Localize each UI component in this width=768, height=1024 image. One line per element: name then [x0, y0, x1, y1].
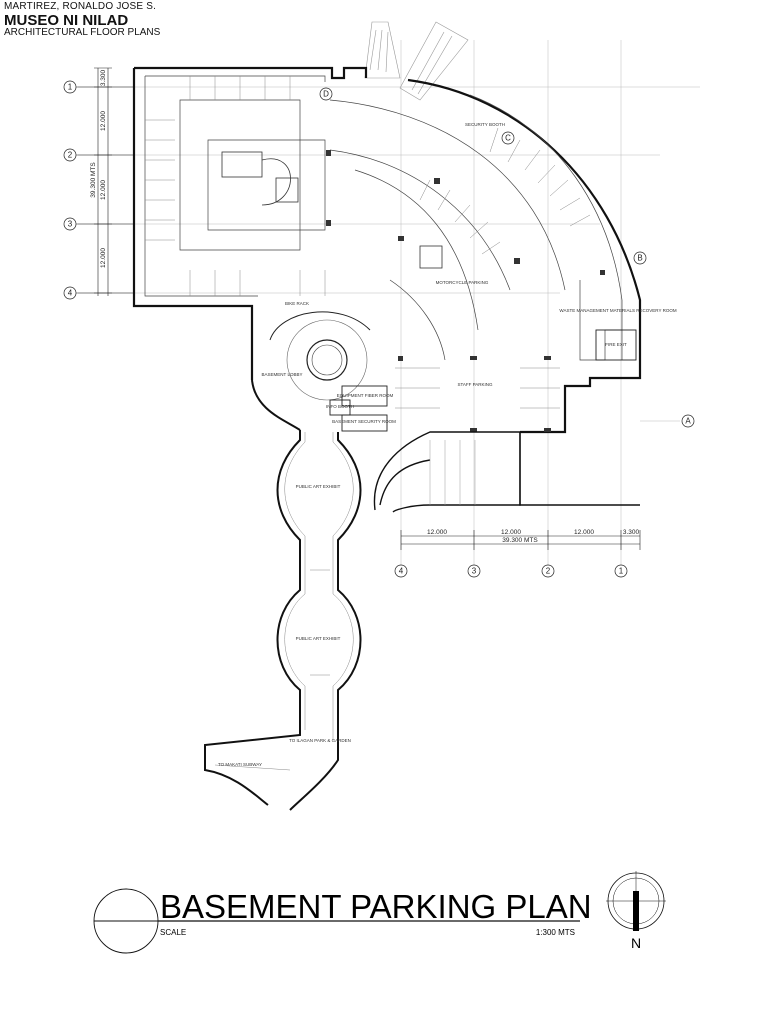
parking-stalls-radial — [395, 127, 591, 409]
grid-col-4: 4 — [399, 567, 404, 576]
dim-h-2: 12.000 — [501, 529, 521, 536]
exit-ramp — [373, 431, 640, 513]
grid-col-1: 1 — [619, 567, 624, 576]
sheet-subtitle: ARCHITECTURAL FLOOR PLANS — [4, 27, 161, 39]
label-public-art-2: PUBLIC ART EXHIBIT — [296, 636, 341, 641]
label-bike-rack: BIKE RACK — [285, 301, 309, 306]
dim-v-1: 3.300 — [100, 69, 107, 86]
dim-v-total: 39.300 MTS — [90, 162, 97, 198]
lobby-rooms — [329, 329, 637, 432]
label-security-booth: SECURITY BOOTH — [465, 122, 505, 127]
label-public-art-1: PUBLIC ART EXHIBIT — [296, 484, 341, 489]
parking-stalls-left — [145, 76, 326, 296]
exit-ramp-lines — [429, 440, 476, 505]
dim-v-4: 12.000 — [100, 248, 107, 268]
grid-col-markers — [394, 564, 628, 578]
north-arrow-icon — [606, 871, 666, 931]
service-core — [221, 151, 443, 269]
dim-v-2: 12.000 — [100, 111, 107, 131]
label-motorcycle-parking: MOTORCYCLE PARKING — [436, 280, 489, 285]
drawing-title: BASEMENT PARKING PLAN — [160, 888, 592, 925]
axis-lines — [78, 40, 700, 570]
label-to-parks: TO ILAGAN PARK & GARDEN — [289, 738, 351, 743]
building-outline — [132, 66, 642, 434]
label-fiber-room: EQUIPMENT FIBER ROOM — [337, 393, 394, 398]
label-to-subway: TO MAKATI SUBWAY — [218, 762, 262, 767]
label-staff-parking: STAFF PARKING — [457, 382, 493, 387]
grid-col-3: 3 — [472, 567, 477, 576]
lobby-rotunda — [251, 311, 371, 431]
structural-columns — [326, 150, 605, 432]
walkway-inner — [214, 432, 354, 771]
label-basement-lobby: BASEMENT LOBBY — [262, 372, 303, 377]
label-basement-security: BASEMENT SECURITY ROOM — [332, 419, 396, 424]
grid-letter-c: C — [505, 134, 511, 143]
grid-letter-a: A — [685, 417, 691, 426]
horizontal-dimension — [400, 530, 641, 550]
dim-h-4: 3.300 — [623, 529, 640, 536]
grid-letter-d: D — [323, 90, 329, 99]
sheet-header: MARTIREZ, RONALDO JOSE S. MUSEO NI NILAD… — [4, 1, 161, 39]
grid-row-3: 3 — [68, 220, 73, 229]
scale-value: 1:300 MTS — [536, 928, 575, 937]
author-name: MARTIREZ, RONALDO JOSE S. — [4, 1, 157, 12]
dim-h-1: 12.000 — [427, 529, 447, 536]
grid-row-4: 4 — [68, 289, 73, 298]
grid-row-1: 1 — [68, 83, 73, 92]
label-info-booth: INFO BOOTH — [326, 404, 354, 409]
grid-col-2: 2 — [546, 567, 551, 576]
dim-h-total: 39.300 MTS — [502, 537, 538, 544]
label-fire-exit: FIRE EXIT — [605, 342, 627, 347]
scale-label: SCALE — [160, 928, 186, 937]
label-waste-room: WASTE MANAGEMENT MATERIALS RECOVERY ROOM — [559, 308, 677, 313]
north-label: N — [631, 935, 641, 951]
grid-row-2: 2 — [68, 151, 73, 160]
title-block: BASEMENT PARKING PLAN SCALE 1:300 MTS — [93, 888, 592, 954]
project-title: MUSEO NI NILAD — [4, 11, 129, 29]
entrance-ramps — [364, 21, 469, 101]
walkway-outline — [204, 430, 362, 811]
dim-v-3: 12.000 — [100, 180, 107, 200]
grid-row-markers — [63, 80, 134, 300]
grid-letter-markers — [319, 87, 695, 428]
dim-h-3: 12.000 — [574, 529, 594, 536]
grid-letter-b: B — [637, 254, 642, 263]
inner-walls — [144, 75, 623, 361]
